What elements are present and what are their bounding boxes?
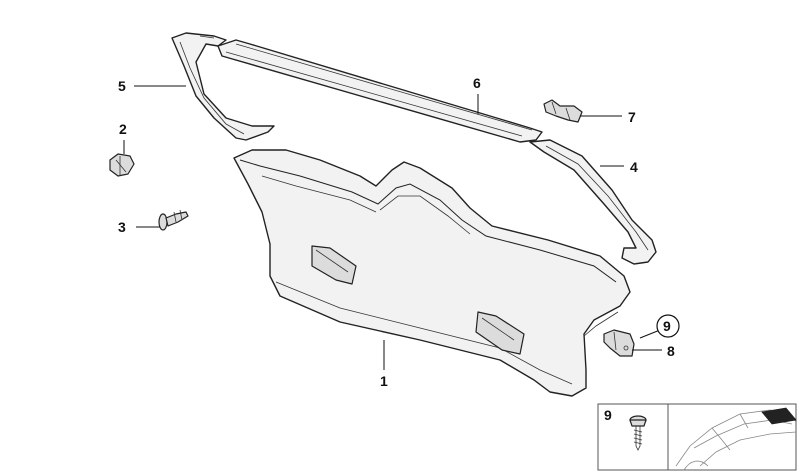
callout-6: 6	[473, 75, 481, 91]
part-2-clip[interactable]	[109, 153, 135, 177]
part-3-push-pin[interactable]	[158, 209, 189, 231]
callout-9: 9	[663, 318, 671, 334]
callout-5: 5	[118, 78, 126, 94]
callout-9-circle: 9	[656, 314, 680, 338]
callout-1: 1	[380, 373, 388, 389]
handle-recess-right	[475, 311, 525, 355]
callout-4: 4	[630, 159, 638, 175]
part-4-right-trim[interactable]	[529, 139, 657, 265]
callout-3: 3	[118, 219, 126, 235]
inset-vehicle-location	[667, 403, 797, 471]
part-5-left-trim[interactable]	[171, 32, 275, 141]
leader-lines	[123, 85, 662, 370]
part-6-upper-strip[interactable]	[217, 39, 543, 143]
screw-icon	[629, 415, 647, 451]
handle-recess-left	[311, 245, 357, 285]
part-7-bracket[interactable]	[543, 99, 583, 123]
car-outline-icon	[675, 407, 797, 471]
callout-2: 2	[119, 121, 127, 137]
callout-8: 8	[667, 343, 675, 359]
inset-fastener-9: 9	[597, 403, 669, 471]
part-1-main-panel[interactable]	[233, 149, 631, 397]
part-8-bracket[interactable]	[603, 329, 635, 357]
callout-7: 7	[628, 109, 636, 125]
inset-label-9: 9	[604, 407, 612, 423]
